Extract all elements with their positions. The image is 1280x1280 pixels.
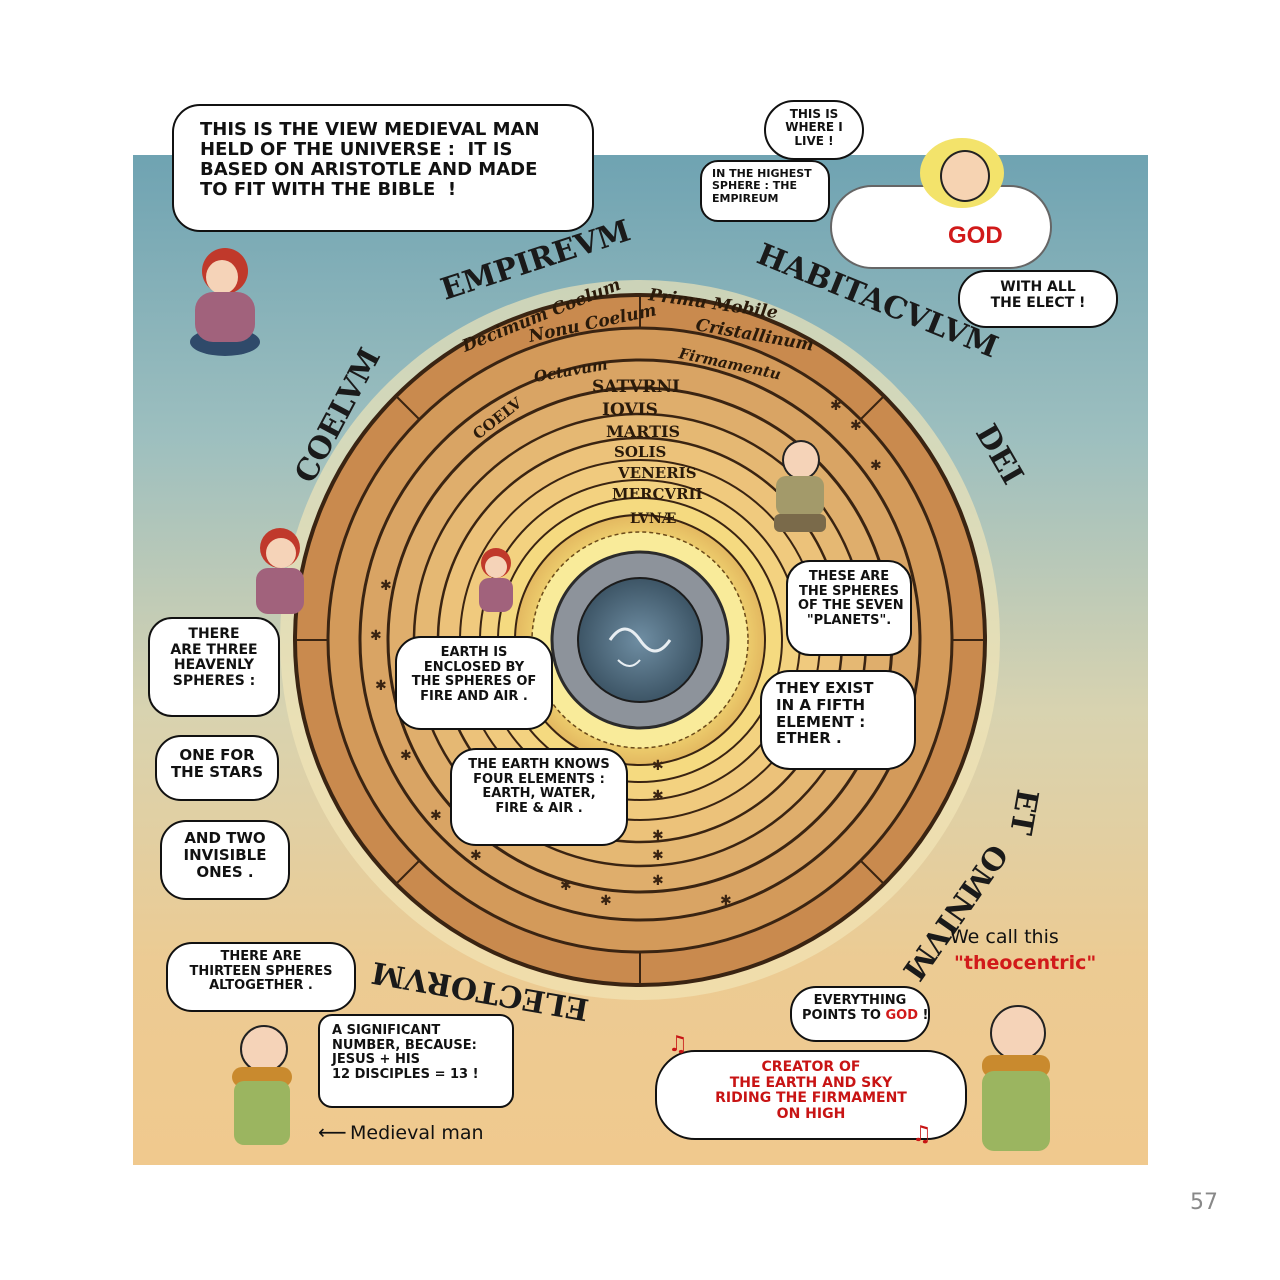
svg-text:✱: ✱: [375, 678, 387, 694]
svg-text:✱: ✱: [370, 628, 382, 644]
sphere-veneris: VENERIS: [617, 464, 697, 482]
medieval-man-character-top: [170, 248, 270, 378]
star-marks: ✱ ✱ ✱ ✱ ✱ ✱ ✱ ✱ ✱ ✱ ✱ ✱ ✱ ✱ ✱ ✱ ✱: [370, 398, 882, 909]
svg-text:✱: ✱: [870, 458, 882, 474]
bubble-everything: EVERYTHING POINTS TO GOD !: [790, 986, 930, 1042]
sphere-solis: SOLIS: [614, 443, 666, 461]
monk-character-right: [960, 1005, 1070, 1155]
svg-text:✱: ✱: [652, 788, 664, 804]
page-number: 57: [1190, 1190, 1218, 1215]
svg-text:✱: ✱: [470, 848, 482, 864]
svg-text:✱: ✱: [830, 398, 842, 414]
sphere-mercurii: MERCVRII: [612, 485, 703, 503]
svg-text:✱: ✱: [652, 758, 664, 774]
seated-figure: [770, 440, 830, 535]
svg-text:✱: ✱: [850, 418, 862, 434]
god-label: GOD: [948, 222, 1003, 249]
svg-text:✱: ✱: [720, 893, 732, 909]
outer-ring-dividers: [295, 295, 985, 985]
svg-text:✱: ✱: [652, 828, 664, 844]
svg-text:✱: ✱: [652, 873, 664, 889]
svg-text:✱: ✱: [652, 848, 664, 864]
svg-text:✱: ✱: [430, 808, 442, 824]
sphere-lunae: LVNÆ: [630, 511, 676, 527]
pointing-character-left: [250, 528, 320, 618]
svg-text:✱: ✱: [400, 748, 412, 764]
arrow-icon: ⟵: [318, 1120, 347, 1144]
ring-text-dei: DEI: [968, 419, 1030, 491]
earth-land: [608, 627, 672, 653]
music-note-icon: ♫: [668, 1032, 688, 1057]
svg-text:✱: ✱: [380, 578, 392, 594]
sphere-iovis: IOVIS: [602, 400, 658, 420]
ring-text-et: ET: [1002, 787, 1044, 838]
caption-theocentric: "theocentric": [954, 952, 1097, 974]
pointing-character-inner: [475, 548, 525, 618]
earth-land-2: [617, 659, 641, 667]
caption-we-call: We call this: [950, 926, 1059, 948]
god-face: [940, 150, 990, 202]
sphere-martis: MARTIS: [606, 422, 680, 441]
svg-text:✱: ✱: [560, 878, 572, 894]
svg-text:✱: ✱: [600, 893, 612, 909]
caption-medieval-man: Medieval man: [350, 1122, 484, 1144]
sphere-saturni: SATVRNI: [592, 377, 680, 397]
monk-character-left: [222, 1025, 302, 1150]
music-note-icon: ♫: [912, 1122, 932, 1147]
